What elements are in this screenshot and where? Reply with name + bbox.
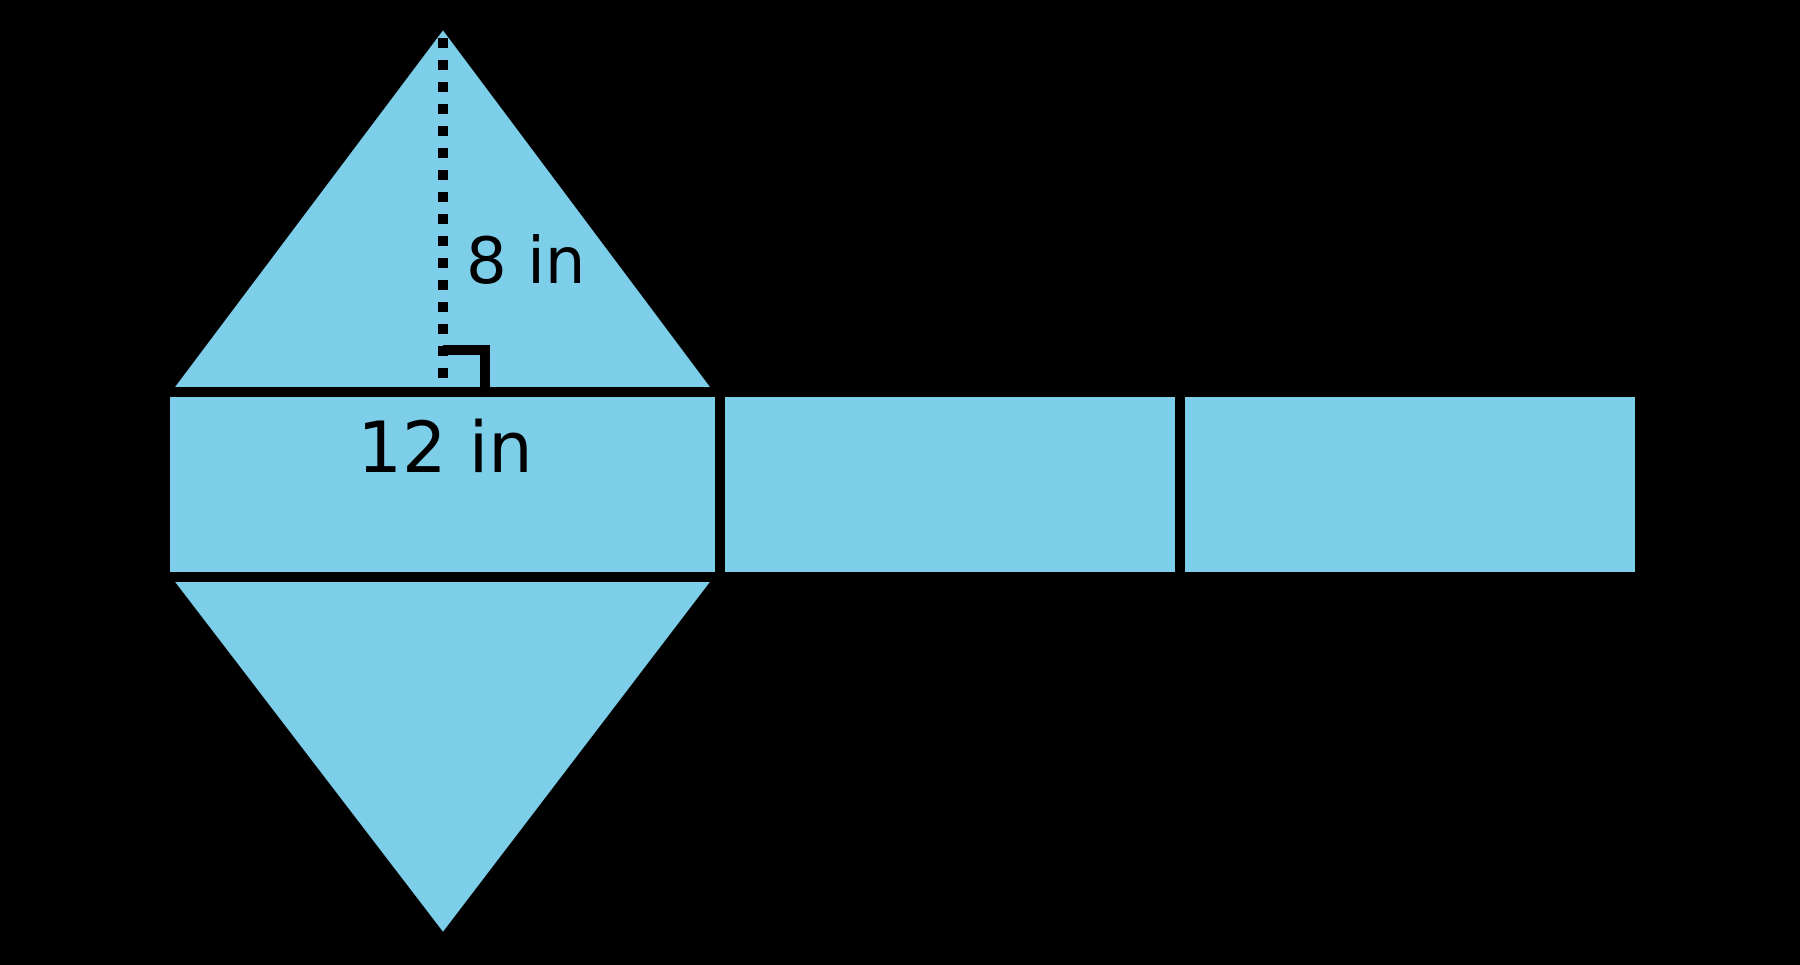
right-angle-marker	[443, 345, 490, 388]
height-dimension-label: 8 in	[466, 225, 585, 299]
rectangle-face-1	[160, 387, 725, 582]
base-dimension-label: 12 in	[357, 407, 532, 489]
rectangle-face-2	[715, 387, 1185, 582]
rectangle-face-3	[1175, 387, 1645, 582]
